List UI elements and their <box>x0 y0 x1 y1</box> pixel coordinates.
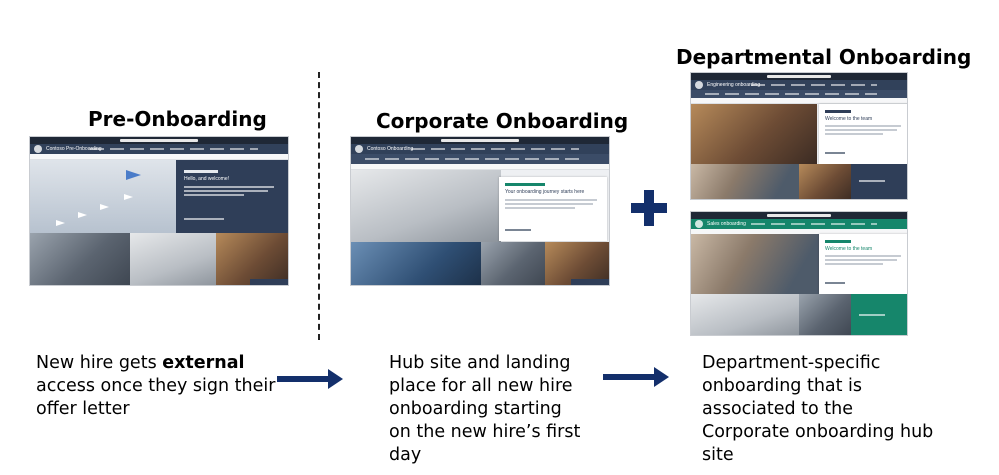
pre-onboarding-title: Pre-Onboarding <box>88 107 267 131</box>
sales-onboarding-screenshot: Sales onboarding Welcome to the team <box>690 211 908 336</box>
hero-card: Welcome to the team <box>819 104 907 164</box>
departmental-onboarding-title: Departmental Onboarding <box>676 45 972 69</box>
hero-heading: Your onboarding journey starts here <box>505 189 585 195</box>
corporate-onboarding-description: Hub site and landing place for all new h… <box>389 353 581 465</box>
plane-icon <box>56 220 65 226</box>
hero-card: Welcome to the team <box>819 234 907 294</box>
hero-panel: Hello, and welcome! <box>176 160 288 233</box>
hero-image <box>691 234 819 294</box>
right-arrow-icon <box>603 367 669 387</box>
site-name: Sales onboarding <box>707 221 746 227</box>
hero-heading: Hello, and welcome! <box>184 176 230 182</box>
hero-image <box>691 104 817 164</box>
hero-card: Your onboarding journey starts here <box>499 177 607 241</box>
site-name: Engineering onboarding <box>707 82 761 88</box>
plane-icon <box>126 170 141 180</box>
site-name: Contoso Onboarding <box>367 146 414 152</box>
phase-divider <box>318 72 320 340</box>
hero-heading: Welcome to the team <box>825 116 873 122</box>
pre-onboarding-screenshot: Contoso Pre-Onboarding Hello, and welcom… <box>29 136 289 286</box>
departmental-onboarding-description: Department-specific onboarding that is a… <box>702 353 934 465</box>
hero-image <box>351 170 501 242</box>
pre-onboarding-description: New hire gets external access once they … <box>36 353 276 419</box>
corporate-onboarding-title: Corporate Onboarding <box>376 109 629 133</box>
hero-heading: Welcome to the team <box>825 246 873 252</box>
engineering-onboarding-screenshot: Engineering onboarding Welcome to the te… <box>690 72 908 200</box>
right-arrow-icon <box>277 369 343 389</box>
plane-icon <box>78 212 87 218</box>
external-emphasis: external <box>162 353 245 373</box>
site-name: Contoso Pre-Onboarding <box>46 146 102 152</box>
corporate-onboarding-screenshot: Contoso Onboarding Your onboarding journ… <box>350 136 610 286</box>
plane-icon <box>124 194 133 200</box>
plane-icon <box>100 204 109 210</box>
plus-icon <box>631 190 667 226</box>
